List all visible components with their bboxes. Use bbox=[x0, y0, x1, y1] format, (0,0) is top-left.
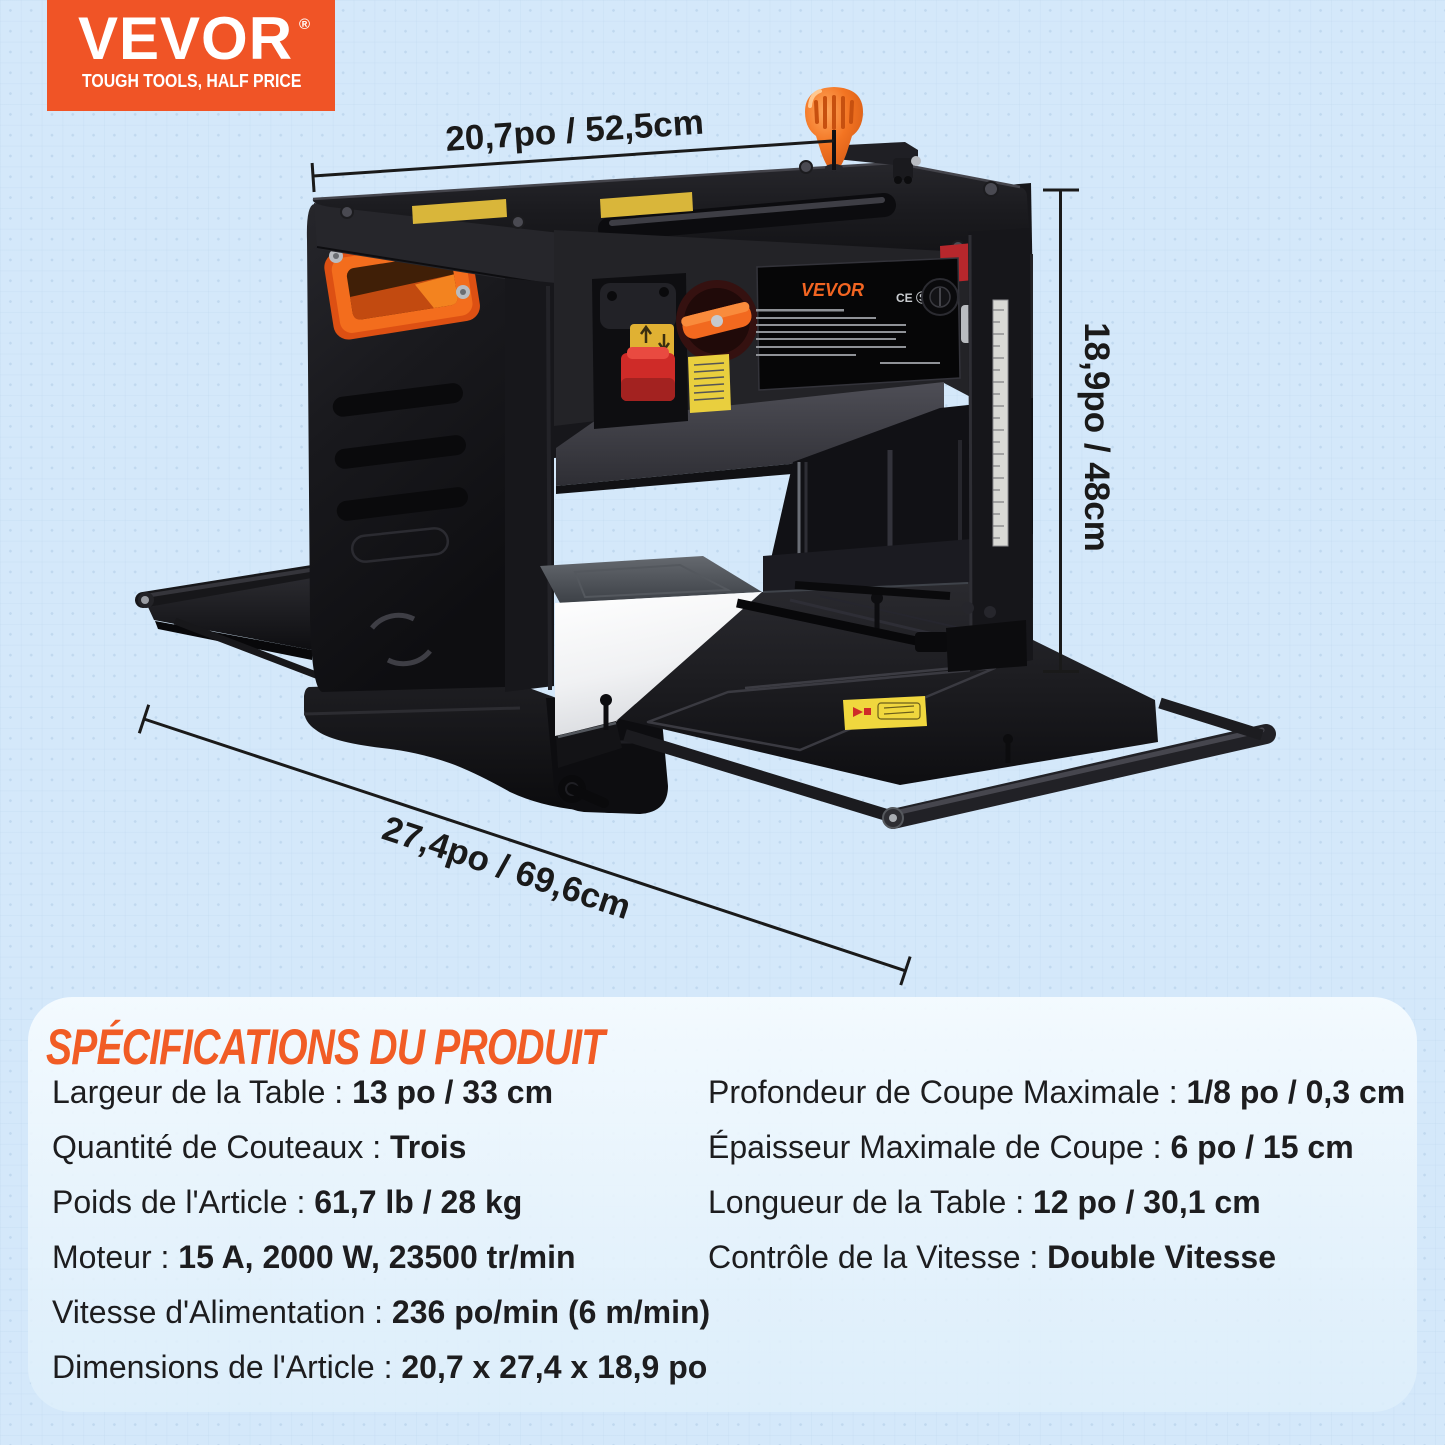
svg-text:18,9po / 48cm: 18,9po / 48cm bbox=[1077, 322, 1116, 552]
svg-text:20,7po / 52,5cm: 20,7po / 52,5cm bbox=[444, 103, 705, 159]
svg-text:VEVOR: VEVOR bbox=[801, 280, 864, 300]
svg-text:CE: CE bbox=[896, 291, 913, 305]
